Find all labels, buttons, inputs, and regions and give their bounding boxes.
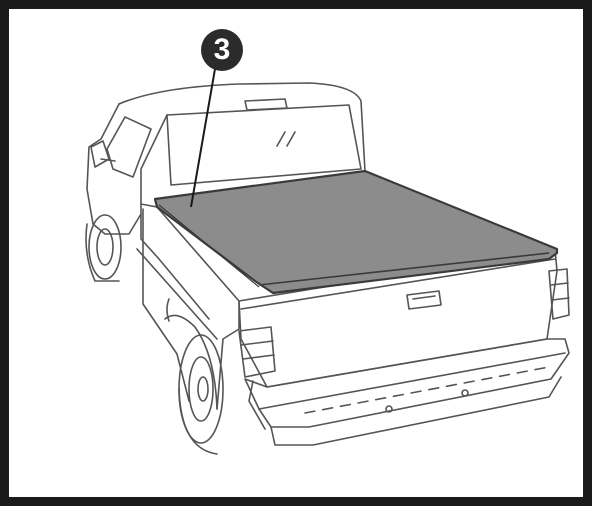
tail-light-left (238, 326, 276, 378)
cab-rear-window (166, 104, 362, 186)
rear-bumper (244, 338, 570, 428)
window-glare (276, 131, 296, 147)
callout-number: 3 (213, 33, 231, 66)
cab-outline (118, 82, 366, 172)
rear-wheel-arch (164, 314, 218, 410)
tail-light-right (548, 268, 570, 320)
front-wheel (88, 214, 122, 280)
callout-leader (190, 68, 216, 208)
truck-illustration (85, 68, 570, 455)
cab-side (86, 103, 168, 235)
callout-badge: 3 (201, 29, 243, 71)
side-window (106, 116, 152, 178)
third-brake-light (244, 98, 288, 111)
mirror (90, 140, 110, 168)
tailgate-handle (406, 290, 442, 310)
